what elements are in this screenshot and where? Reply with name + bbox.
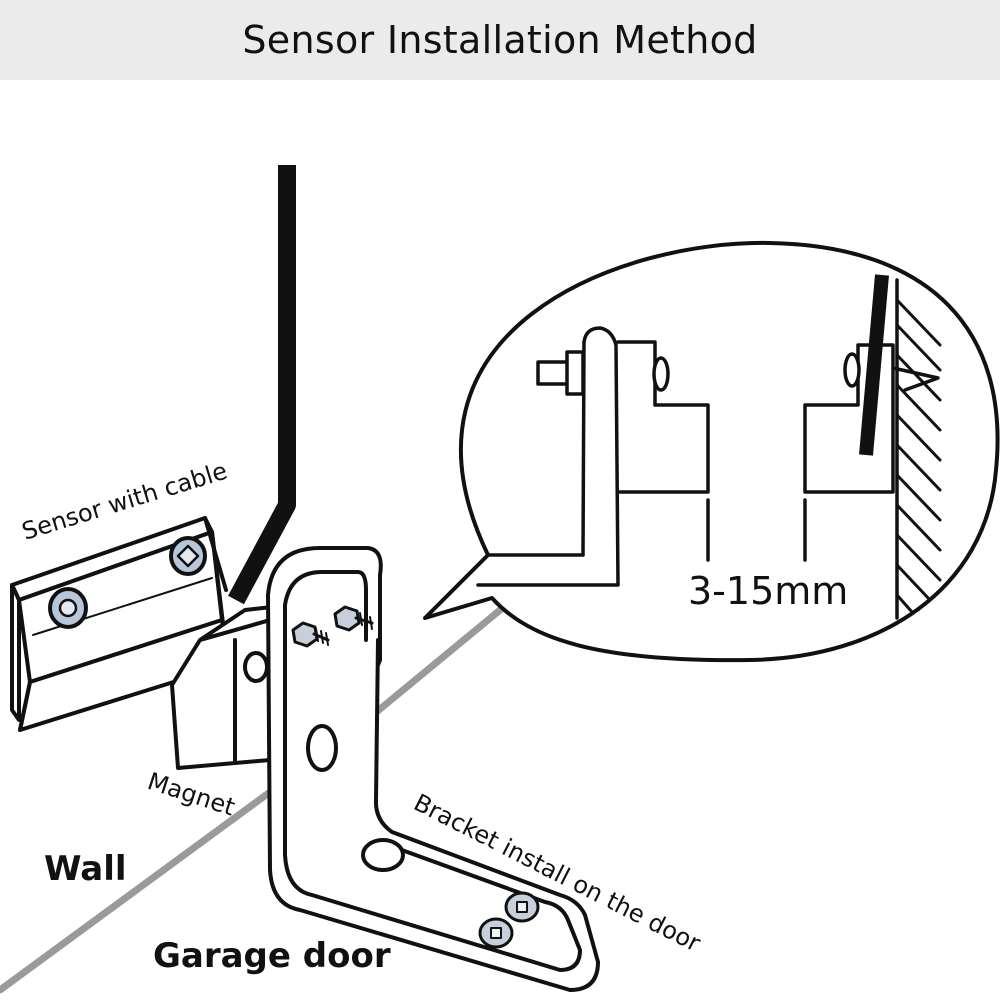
bolt-icon xyxy=(291,621,330,648)
sensor-body xyxy=(10,516,230,732)
floor-line xyxy=(0,602,509,994)
wall-hatching xyxy=(895,298,942,614)
magnet-label: Magnet xyxy=(144,767,238,821)
bracket-screw-icon xyxy=(504,891,540,923)
detail-sensor-right xyxy=(803,274,940,620)
sensor-screw-icon xyxy=(169,536,207,576)
detail-bracket-left xyxy=(476,326,710,587)
sensor-screw-icon xyxy=(48,587,88,629)
gap-label: 3-15mm xyxy=(688,569,848,613)
bracket-screw-icon xyxy=(478,917,514,949)
page-title: Sensor Installation Method xyxy=(242,18,758,62)
header-bar: Sensor Installation Method xyxy=(0,0,1000,80)
bolt-icon xyxy=(333,605,374,632)
sensor-cable xyxy=(228,165,296,605)
wall-label: Wall xyxy=(44,849,127,889)
l-bracket xyxy=(266,546,600,992)
garage-door-label: Garage door xyxy=(153,936,391,976)
